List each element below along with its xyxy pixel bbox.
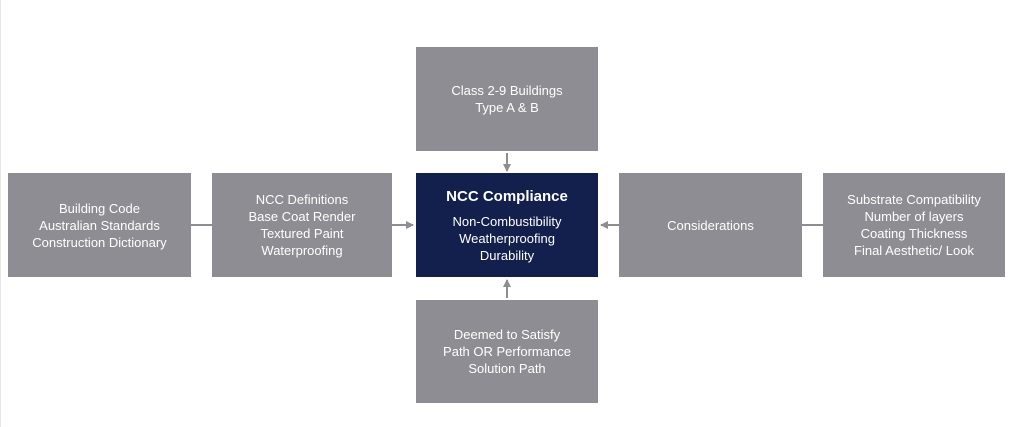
box-right-outer-line-1: Substrate Compatibility xyxy=(847,192,981,207)
box-center-ncc-compliance: NCC Compliance Non-Combustibility Weathe… xyxy=(416,173,598,277)
box-top-building-class: Class 2-9 Buildings Type A & B xyxy=(416,47,598,151)
box-right-inner-considerations: Considerations xyxy=(619,173,802,277)
box-top-line-2: Type A & B xyxy=(475,100,539,115)
center-title: NCC Compliance xyxy=(446,187,568,205)
left-edge-line xyxy=(0,0,1,427)
box-left-inner-line-4: Waterproofing xyxy=(261,243,343,258)
box-right-outer-factors: Substrate Compatibility Number of layers… xyxy=(823,173,1005,277)
box-bottom-line-1: Deemed to Satisfy xyxy=(453,327,561,342)
box-right-inner-line-1: Considerations xyxy=(667,217,754,233)
center-line-2: Weatherproofing xyxy=(459,230,555,246)
box-right-outer-line-4: Final Aesthetic/ Look xyxy=(854,243,974,258)
center-line-3: Durability xyxy=(479,247,535,263)
box-left-inner-line-2: Base Coat Render xyxy=(248,209,356,224)
box-left-inner-line-3: Textured Paint xyxy=(260,226,344,241)
box-top-line-1: Class 2-9 Buildings xyxy=(451,83,563,98)
box-left-outer-line-3: Construction Dictionary xyxy=(32,234,167,250)
box-bottom-line-3: Solution Path xyxy=(468,361,546,376)
box-left-inner-definitions: NCC Definitions Base Coat Render Texture… xyxy=(212,173,392,277)
center-line-1: Non-Combustibility xyxy=(452,213,562,229)
box-bottom-solution-path: Deemed to Satisfy Path OR Performance So… xyxy=(416,300,598,403)
box-right-outer-line-3: Coating Thickness xyxy=(860,226,968,241)
box-left-outer-line-1: Building Code xyxy=(59,200,140,216)
box-left-outer-line-2: Australian Standards xyxy=(39,217,160,233)
box-right-outer-line-2: Number of layers xyxy=(864,209,964,224)
box-left-inner-line-1: NCC Definitions xyxy=(255,192,349,207)
box-left-outer-references: Building Code Australian Standards Const… xyxy=(8,173,191,277)
box-bottom-line-2: Path OR Performance xyxy=(443,344,571,359)
